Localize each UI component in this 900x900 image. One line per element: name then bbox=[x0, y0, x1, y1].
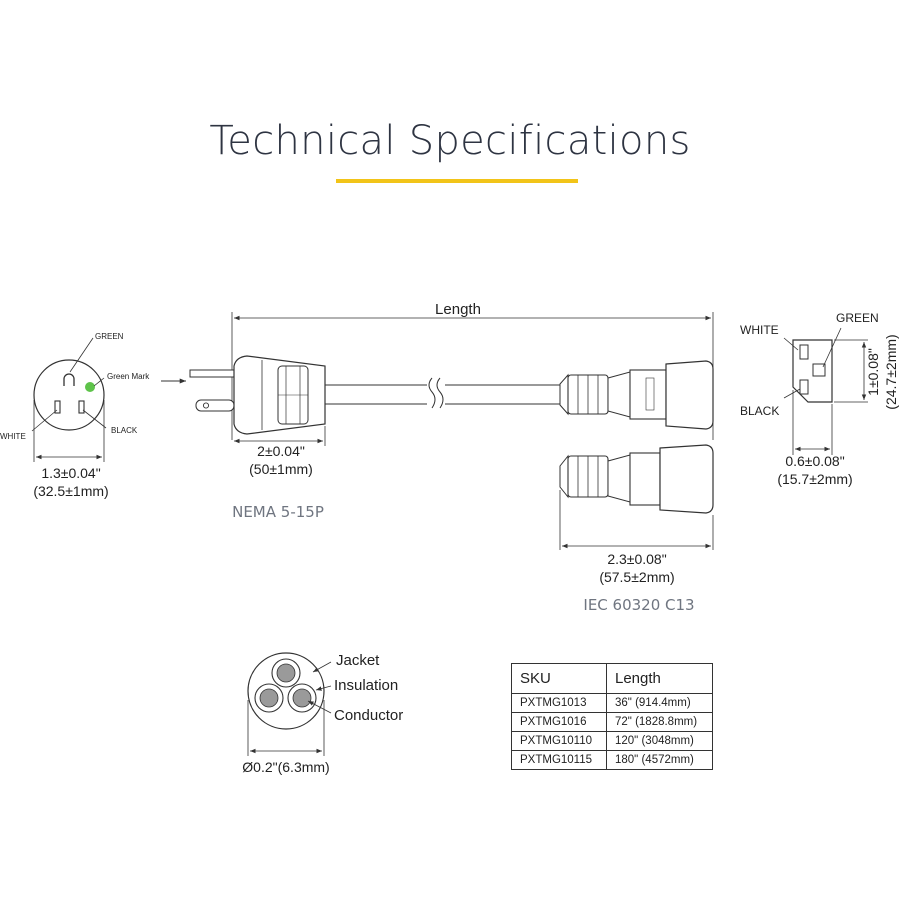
length-label: Length bbox=[435, 301, 481, 318]
connector-length-mm: (57.5±2mm) bbox=[599, 569, 674, 585]
neutral-blade-icon bbox=[54, 400, 61, 414]
sku-cell: PXTMG1016 bbox=[511, 712, 607, 732]
table-row: PXTMG10115 180" (4572mm) bbox=[511, 750, 713, 770]
length-column-header: Length bbox=[606, 663, 713, 694]
c13-height-mm: (24.7±2mm) bbox=[883, 334, 899, 409]
cable-cross-section: Jacket Insulation Conductor Ø0.2"(6.3mm) bbox=[242, 652, 403, 775]
plug-length-mm: (50±1mm) bbox=[249, 461, 313, 477]
connector-caption: IEC 60320 C13 bbox=[583, 596, 694, 614]
c13-black-label: BLACK bbox=[740, 404, 779, 418]
c13-connector-side-view: 2.3±0.08" (57.5±2mm) IEC 60320 C13 bbox=[559, 444, 714, 614]
table-row: PXTMG10110 120" (3048mm) bbox=[511, 731, 713, 751]
c13-ground-slot-icon bbox=[812, 363, 826, 377]
c13-white-label: WHITE bbox=[740, 323, 779, 337]
nema-width-mm: (32.5±1mm) bbox=[33, 483, 108, 499]
length-cell: 120" (3048mm) bbox=[606, 731, 713, 751]
nema-green-label: GREEN bbox=[95, 332, 124, 341]
c13-neutral-slot-icon bbox=[799, 344, 809, 360]
plug-length-dimension: 2±0.04" (50±1mm) NEMA 5-15P bbox=[232, 426, 326, 521]
nema-width-inch: 1.3±0.04" bbox=[41, 465, 100, 481]
cord-side-view: Length bbox=[189, 301, 714, 440]
c13-width-mm: (15.7±2mm) bbox=[777, 471, 852, 487]
table-row: PXTMG1016 72" (1828.8mm) bbox=[511, 712, 713, 732]
c13-width-inch: 0.6±0.08" bbox=[785, 453, 844, 469]
conductor-label: Conductor bbox=[334, 707, 403, 724]
c13-line-slot-icon bbox=[799, 379, 809, 395]
sku-column-header: SKU bbox=[511, 663, 607, 694]
ground-pin-icon bbox=[63, 373, 75, 386]
plug-caption: NEMA 5-15P bbox=[232, 503, 324, 521]
insulation-label: Insulation bbox=[334, 677, 398, 694]
table-row: PXTMG1013 36" (914.4mm) bbox=[511, 693, 713, 713]
cable-diameter-label: Ø0.2"(6.3mm) bbox=[242, 759, 329, 775]
length-cell: 36" (914.4mm) bbox=[606, 693, 713, 713]
nema-plug-face: GREEN Green Mark WHITE BLACK 1.3±0.04" (… bbox=[0, 332, 150, 499]
sku-cell: PXTMG10110 bbox=[511, 731, 607, 751]
length-cell: 180" (4572mm) bbox=[606, 750, 713, 770]
connector-length-inch: 2.3±0.08" bbox=[607, 551, 666, 567]
sku-table-header-row: SKU Length bbox=[511, 663, 713, 694]
sku-table: SKU Length PXTMG1013 36" (914.4mm) PXTMG… bbox=[511, 663, 713, 770]
nema-green-mark-label: Green Mark bbox=[107, 372, 150, 381]
c13-face: WHITE GREEN BLACK 1±0.08" (24.7±2mm) 0.6… bbox=[740, 311, 899, 487]
jacket-label: Jacket bbox=[336, 652, 380, 669]
hot-blade-icon bbox=[78, 400, 85, 414]
title-accent-rule bbox=[336, 179, 578, 183]
c13-height-inch: 1±0.08" bbox=[865, 348, 881, 396]
plug-face-outline bbox=[33, 359, 105, 431]
sku-cell: PXTMG10115 bbox=[511, 750, 607, 770]
green-mark-dot bbox=[85, 382, 95, 392]
page-title: Technical Specifications bbox=[209, 118, 691, 164]
plug-length-inch: 2±0.04" bbox=[257, 443, 305, 459]
c13-green-label: GREEN bbox=[836, 311, 879, 325]
nema-white-label: WHITE bbox=[0, 432, 26, 441]
sku-cell: PXTMG1013 bbox=[511, 693, 607, 713]
nema-black-label: BLACK bbox=[111, 426, 138, 435]
length-cell: 72" (1828.8mm) bbox=[606, 712, 713, 732]
